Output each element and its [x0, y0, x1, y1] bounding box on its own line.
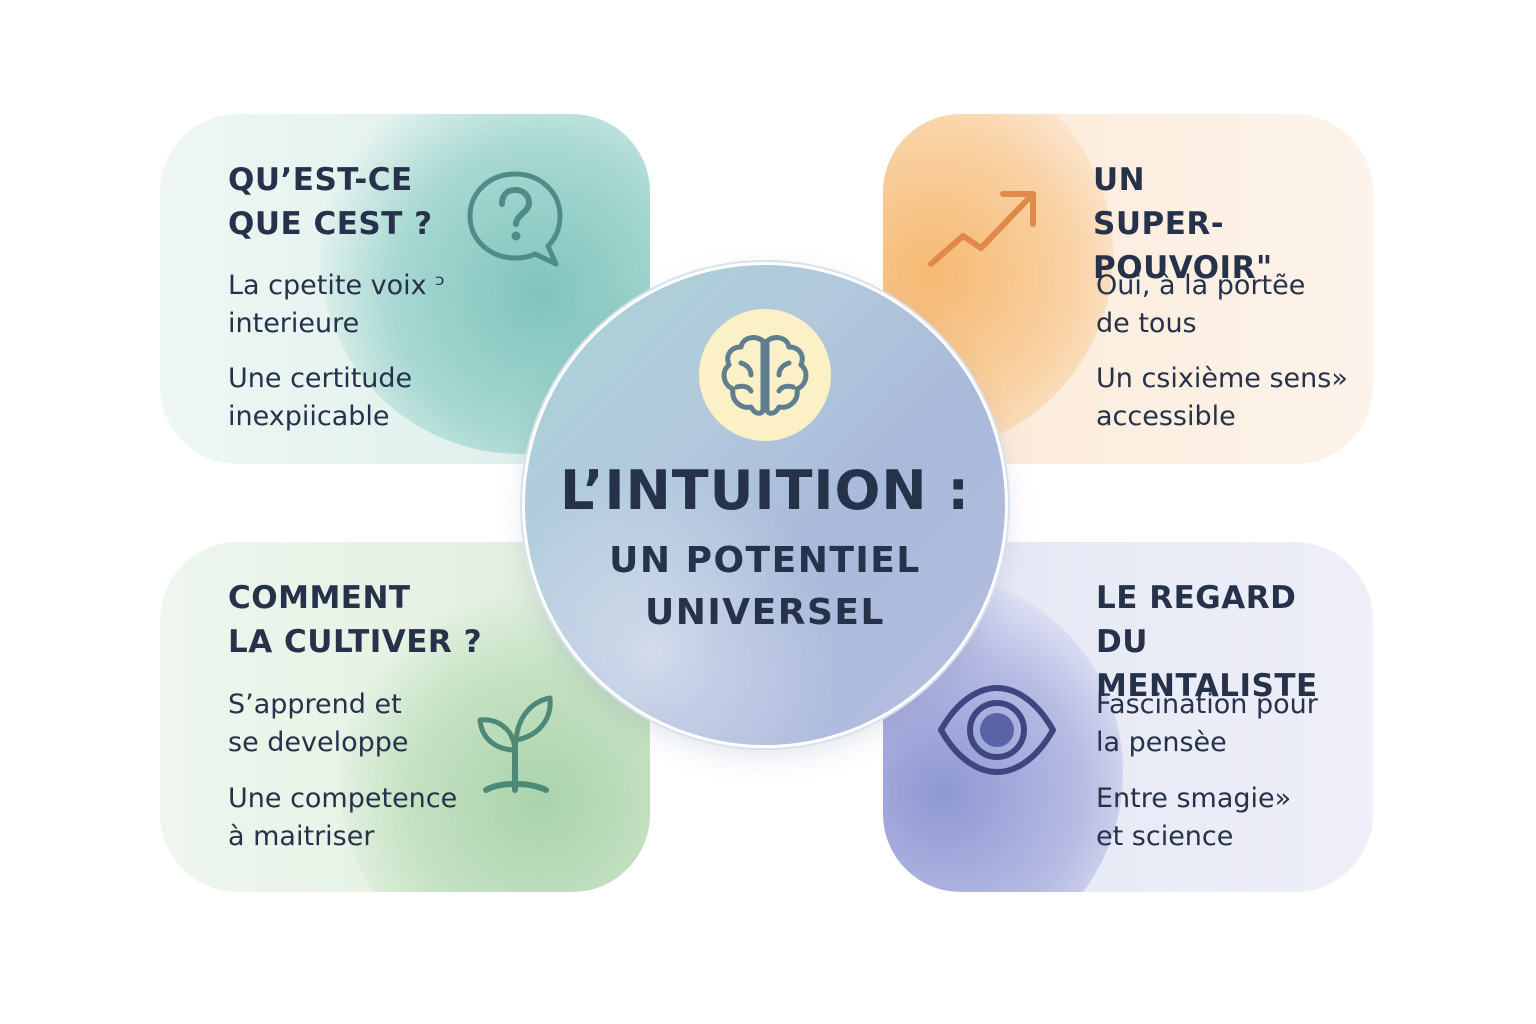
- card-text-2: Entre smagie» et science: [1096, 783, 1292, 852]
- card-text-1: S’apprend et se developpe: [228, 689, 409, 758]
- brain-icon: [721, 335, 809, 416]
- center-subtitle: UN POTENTIEL UNIVERSEL: [609, 540, 921, 633]
- brain-badge: [699, 309, 831, 441]
- card-what-is-it: QU’EST-CE QUE CEST ? La cpetite voix ᵓ i…: [160, 114, 650, 464]
- card-text-2: Un csixième sens» accessible: [1096, 363, 1348, 432]
- card-super-power: UN SUPER-POUVOIR" Oui, à la portẽe de to…: [883, 114, 1373, 464]
- card-title: UN SUPER-POUVOIR": [1093, 162, 1273, 286]
- question-bubble-icon: [467, 171, 563, 267]
- card-text-1: Fascination pour la pensèe: [1096, 689, 1318, 758]
- trend-up-arrow-icon: [928, 191, 1036, 267]
- center-title: L’INTUITION :: [560, 459, 970, 522]
- card-text-1: Oui, à la portẽe de tous: [1096, 270, 1306, 339]
- card-text-1: La cpetite voix ᵓ interieure: [228, 270, 446, 339]
- card-title: QU’EST-CE QUE CEST ?: [228, 162, 433, 242]
- card-title: LE REGARD DU MENTALISTE: [1096, 580, 1318, 704]
- central-circle: L’INTUITION : UN POTENTIEL UNIVERSEL: [525, 265, 1005, 745]
- eye-icon: [938, 685, 1056, 775]
- card-title: COMMENT LA CULTIVER ?: [228, 580, 483, 660]
- card-text-2: Une certitude inexpiicable: [228, 363, 413, 432]
- card-text-2: Une competence à maitriser: [228, 783, 458, 852]
